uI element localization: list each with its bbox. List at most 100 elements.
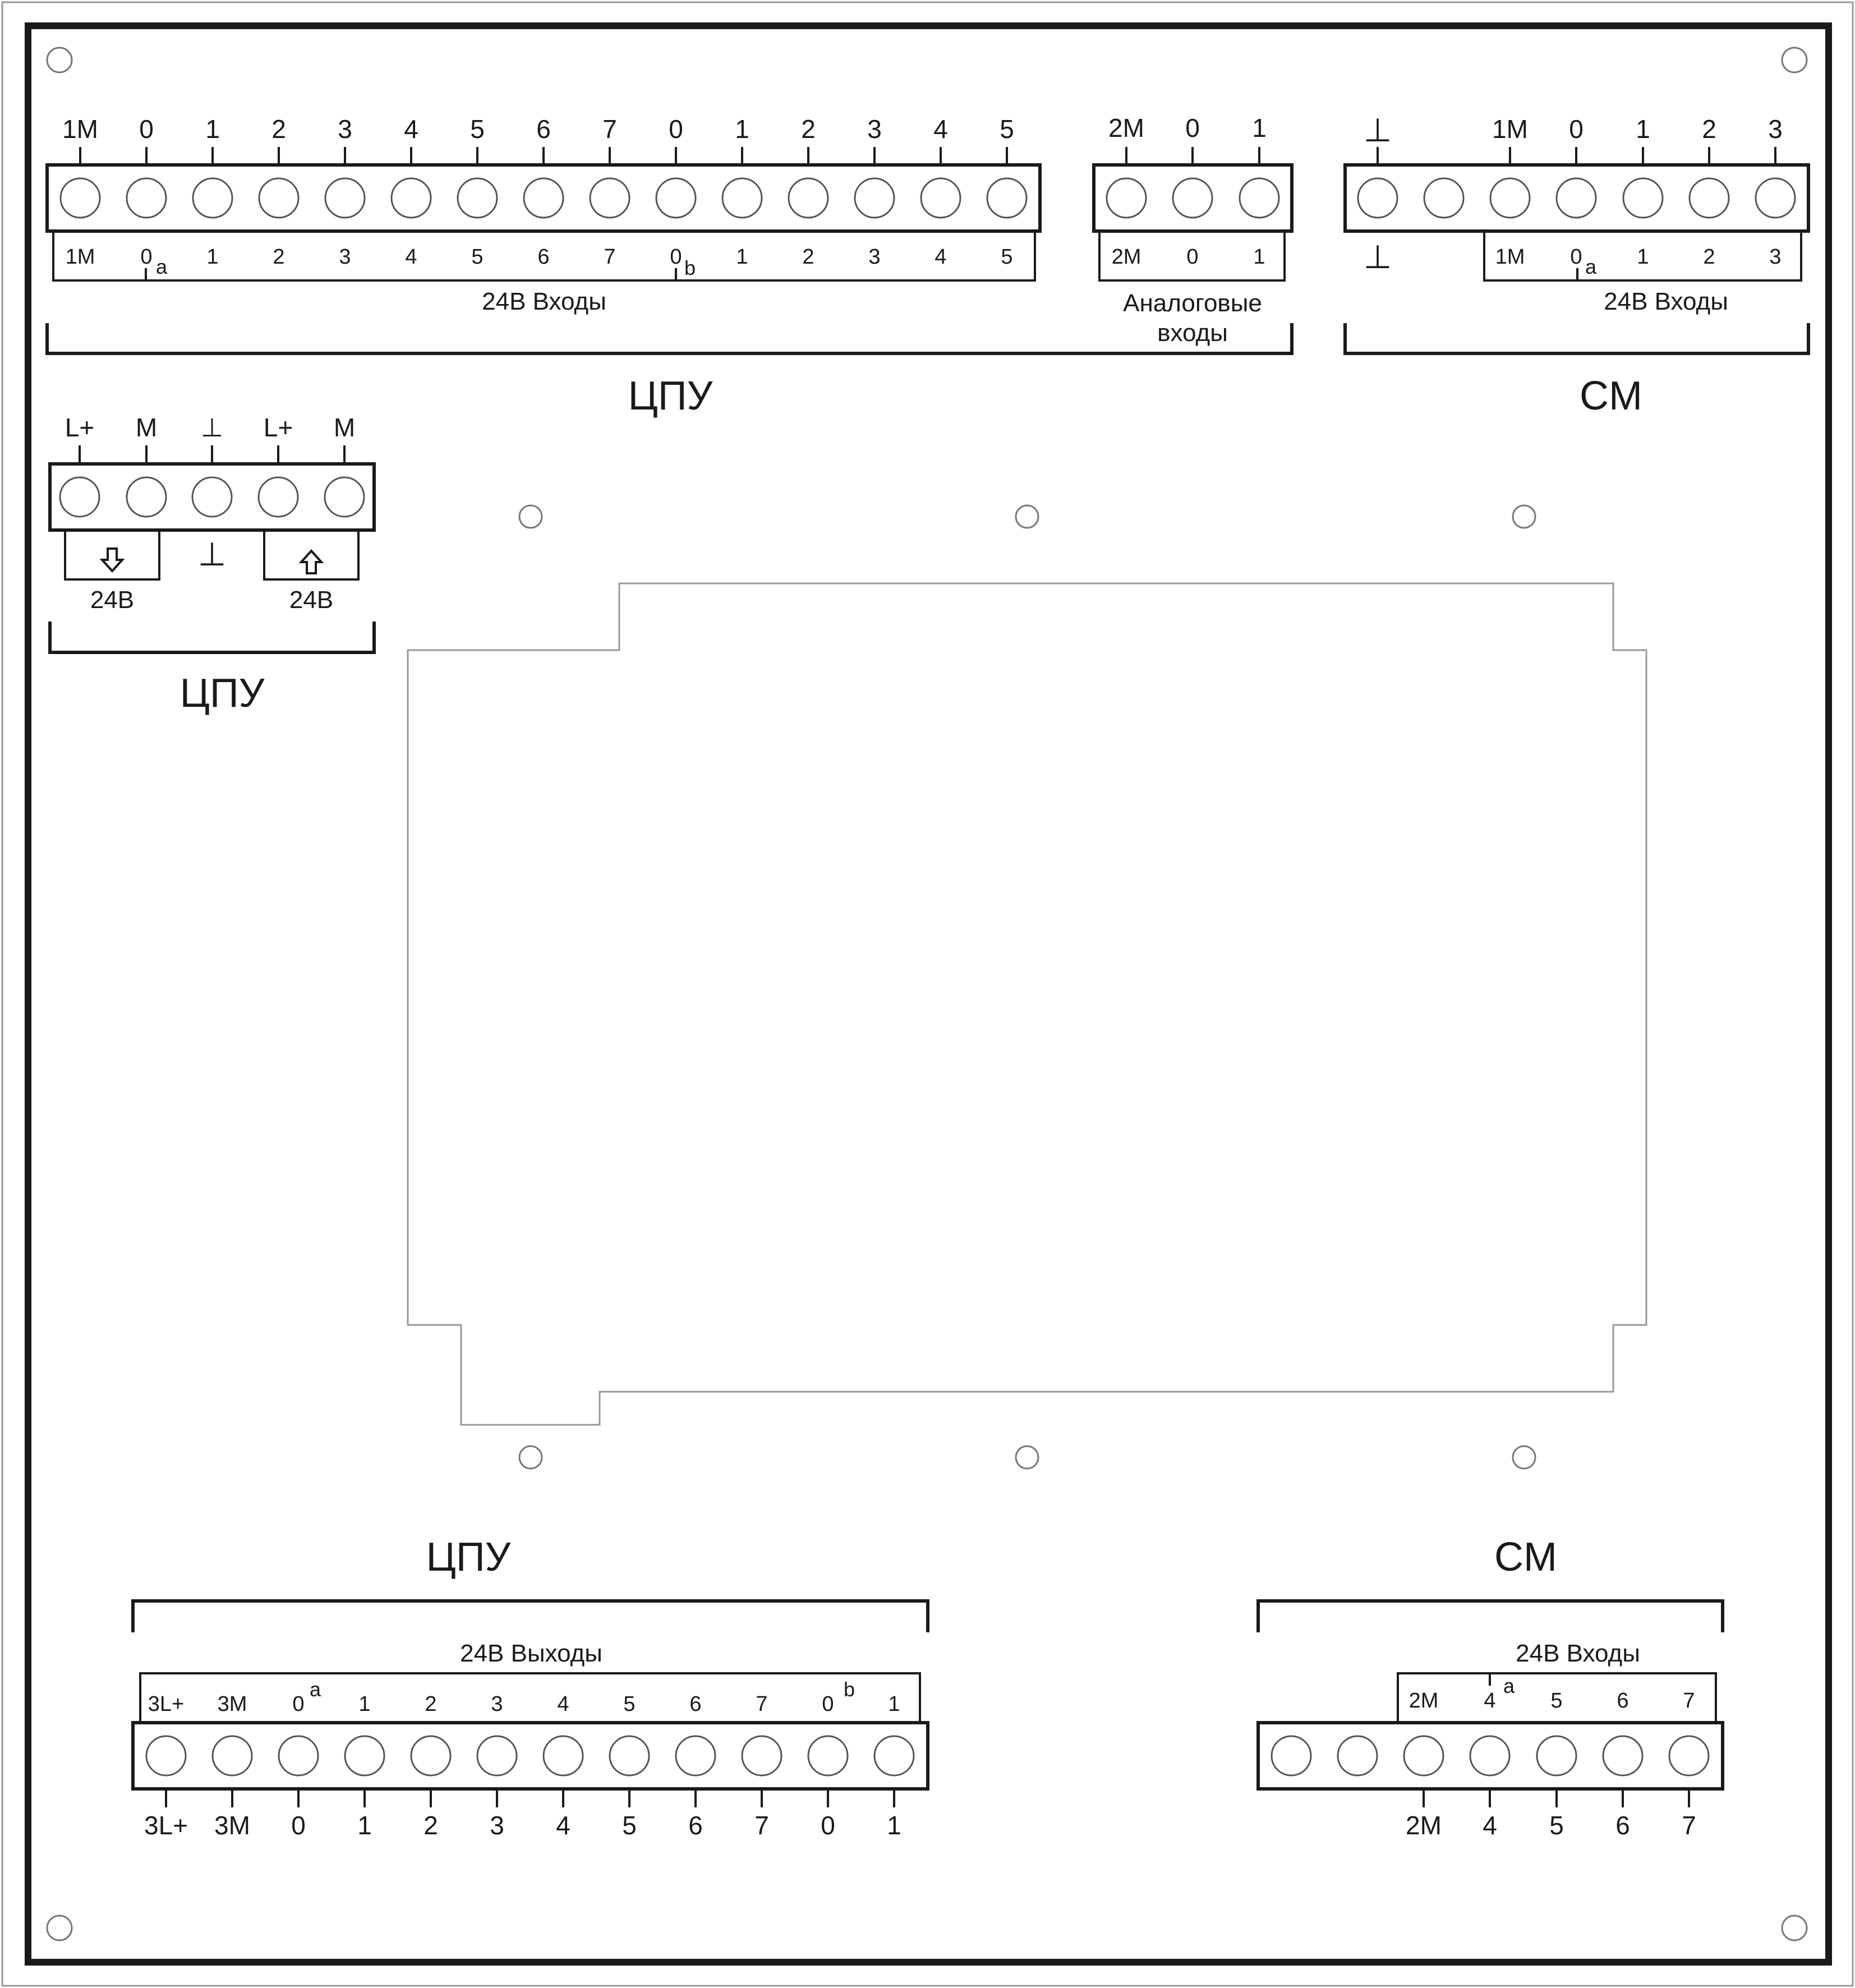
terminal-screw: [257, 476, 299, 518]
terminal-screw: [324, 476, 365, 518]
inner-terminal-label: 1M: [66, 245, 95, 269]
inner-terminal-label: 7: [604, 245, 615, 269]
terminal-label: 1M: [62, 114, 98, 144]
terminal-label: 3: [1768, 114, 1783, 144]
terminal-screw: [258, 177, 300, 219]
cm-group-bracket: [1343, 323, 1810, 355]
cm-group-label: CM: [1580, 374, 1642, 418]
inner-terminal-label: 3: [1769, 245, 1781, 269]
inner-terminal-label: 1: [1253, 245, 1265, 269]
cpu-group-bracket: [45, 323, 1294, 355]
analog-caption-line2: входы: [1157, 319, 1228, 347]
terminal-label: 5: [470, 114, 485, 144]
inner-terminal-label: 1: [736, 245, 748, 269]
terminal-screw: [741, 1735, 782, 1777]
terminal-label: 2M: [1406, 1811, 1442, 1840]
terminal-label: 5: [1000, 114, 1014, 144]
inner-terminal-label: 4: [405, 245, 417, 269]
terminal-screw: [523, 177, 564, 219]
terminal-screw: [986, 177, 1028, 219]
terminal-label: 1: [357, 1811, 372, 1840]
device-hole: [1015, 504, 1039, 529]
inner-label-box: [1098, 230, 1286, 282]
terminal-screw: [1337, 1735, 1378, 1777]
terminal-screw: [589, 177, 630, 219]
terminal-screw: [211, 1735, 253, 1777]
terminal-screw: [721, 177, 763, 219]
terminal-screw: [1688, 177, 1730, 219]
inner-terminal-label: 0: [140, 245, 152, 269]
terminal-screw: [59, 177, 101, 219]
terminal-screw: [1555, 177, 1597, 219]
mounting-hole: [1781, 47, 1808, 73]
terminal-screw: [1239, 177, 1280, 219]
inner-terminal-label: 1: [888, 1692, 900, 1716]
supply-input-box: [263, 529, 360, 581]
terminal-screw: [542, 1735, 584, 1777]
analog-caption-line1: Аналоговые: [1123, 289, 1262, 317]
terminal-label: 5: [1549, 1811, 1564, 1840]
terminal-label: 4: [404, 114, 418, 144]
terminal-label: 1: [205, 114, 220, 144]
terminal-screw: [59, 476, 100, 518]
terminal-screw: [920, 177, 961, 219]
subscript-a: a: [1585, 255, 1597, 278]
terminal-screw: [1357, 177, 1398, 219]
terminal-screw: [1489, 177, 1531, 219]
terminal-label: 2M: [1108, 113, 1144, 142]
mounting-hole: [1781, 1915, 1808, 1941]
subscript-a: a: [156, 255, 168, 278]
inner-terminal-label: 3: [868, 245, 880, 269]
terminal-screw: [1106, 177, 1147, 219]
inner-terminal-label: 2: [1703, 245, 1715, 269]
inner-terminal-label: 5: [1550, 1689, 1562, 1713]
ground-icon: ⊥: [1364, 112, 1392, 149]
terminal-screw: [1536, 1735, 1577, 1777]
terminal-label: 6: [1615, 1811, 1630, 1840]
terminal-screw: [1271, 1735, 1312, 1777]
terminal-label: 1: [735, 114, 749, 144]
inner-terminal-label: 1: [1637, 245, 1649, 269]
inner-terminal-label: 2M: [1112, 245, 1141, 269]
terminal-screw: [191, 476, 233, 518]
terminal-label: 0: [669, 114, 683, 144]
inner-terminal-label: 3L+: [148, 1692, 184, 1716]
terminal-screw: [1172, 177, 1213, 219]
terminal-screw: [1602, 1735, 1644, 1777]
inner-terminal-label: 1M: [1495, 245, 1525, 269]
terminal-label: 4: [933, 114, 948, 144]
cpu-group-label: ЦПУ: [628, 374, 714, 418]
terminal-label: 7: [1682, 1811, 1696, 1840]
inputs-caption: 24В Входы: [482, 288, 606, 315]
terminal-label: 2: [801, 114, 816, 144]
inner-terminal-label: 4: [935, 245, 946, 269]
terminal-label: 3L+: [144, 1811, 188, 1840]
inner-terminal-label: 3: [491, 1692, 503, 1716]
terminal-screw: [788, 177, 829, 219]
terminal-label: 0: [821, 1811, 835, 1840]
terminal-screw: [1668, 1735, 1710, 1777]
terminal-screw: [655, 177, 697, 219]
mounting-hole: [46, 47, 73, 73]
terminal-screw: [609, 1735, 650, 1777]
inner-terminal-label: 0: [292, 1692, 304, 1716]
ground-icon: ⊥: [198, 536, 227, 573]
terminal-screw: [344, 1735, 385, 1777]
power-group-label: ЦПУ: [180, 671, 265, 716]
terminal-label: 7: [754, 1811, 769, 1840]
device-hole: [518, 504, 543, 529]
terminal-label: 7: [602, 114, 617, 144]
inner-terminal-label: 0: [670, 245, 682, 269]
inner-terminal-label: 6: [689, 1692, 701, 1716]
inner-label-box: [139, 1672, 921, 1724]
terminal-label: 0: [139, 114, 154, 144]
terminal-label: M: [334, 413, 355, 442]
terminal-label: L+: [264, 413, 293, 442]
terminal-screw: [854, 177, 895, 219]
terminal-screw: [145, 1735, 187, 1777]
terminal-label: 3: [338, 114, 352, 144]
inner-terminal-label: 1: [358, 1692, 370, 1716]
